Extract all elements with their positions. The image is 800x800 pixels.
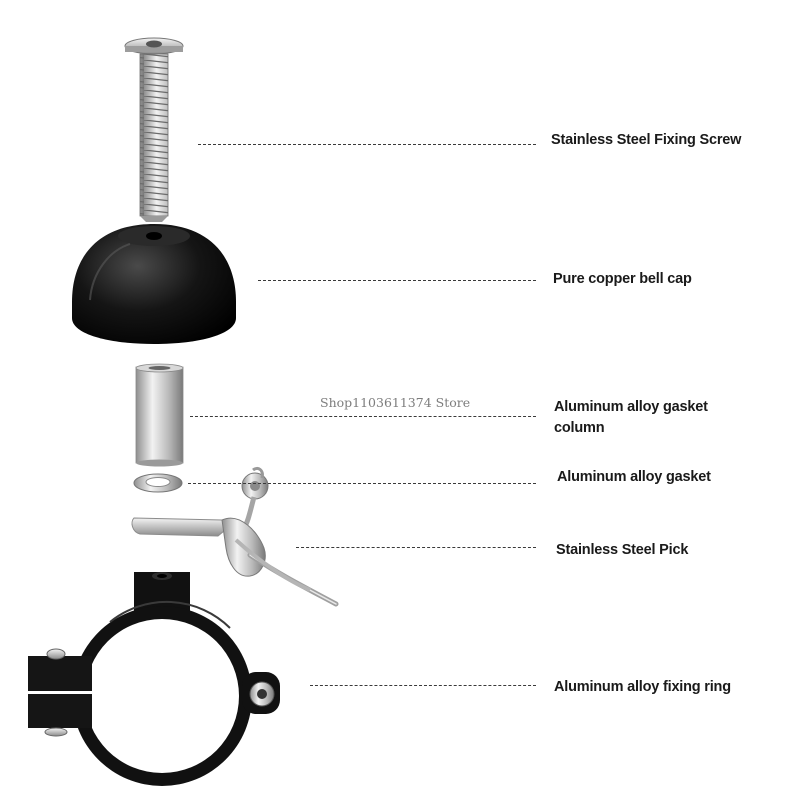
label-cap: Pure copper bell cap [553,271,692,287]
bell-cap-illustration [72,224,236,344]
store-watermark: Shop1103611374 Store [320,395,471,410]
pick-illustration [131,466,339,607]
leader-line-screw [198,144,536,145]
fixing-ring-illustration [28,572,280,786]
gasket-illustration [133,473,183,493]
leader-line-column [190,416,536,417]
leader-line-ring [310,685,536,686]
leader-line-pick [296,547,536,548]
leader-line-cap [258,280,536,281]
gasket-column-illustration [135,363,184,467]
label-column-line2: column [554,420,605,436]
leader-line-gasket [188,483,536,484]
label-ring: Aluminum alloy fixing ring [554,679,731,695]
label-pick: Stainless Steel Pick [556,542,689,558]
label-column: Aluminum alloy gasket column [554,397,708,439]
label-gasket: Aluminum alloy gasket [557,469,711,485]
label-column-line1: Aluminum alloy gasket [554,399,708,415]
label-screw: Stainless Steel Fixing Screw [551,132,742,148]
screw-illustration [124,37,184,222]
